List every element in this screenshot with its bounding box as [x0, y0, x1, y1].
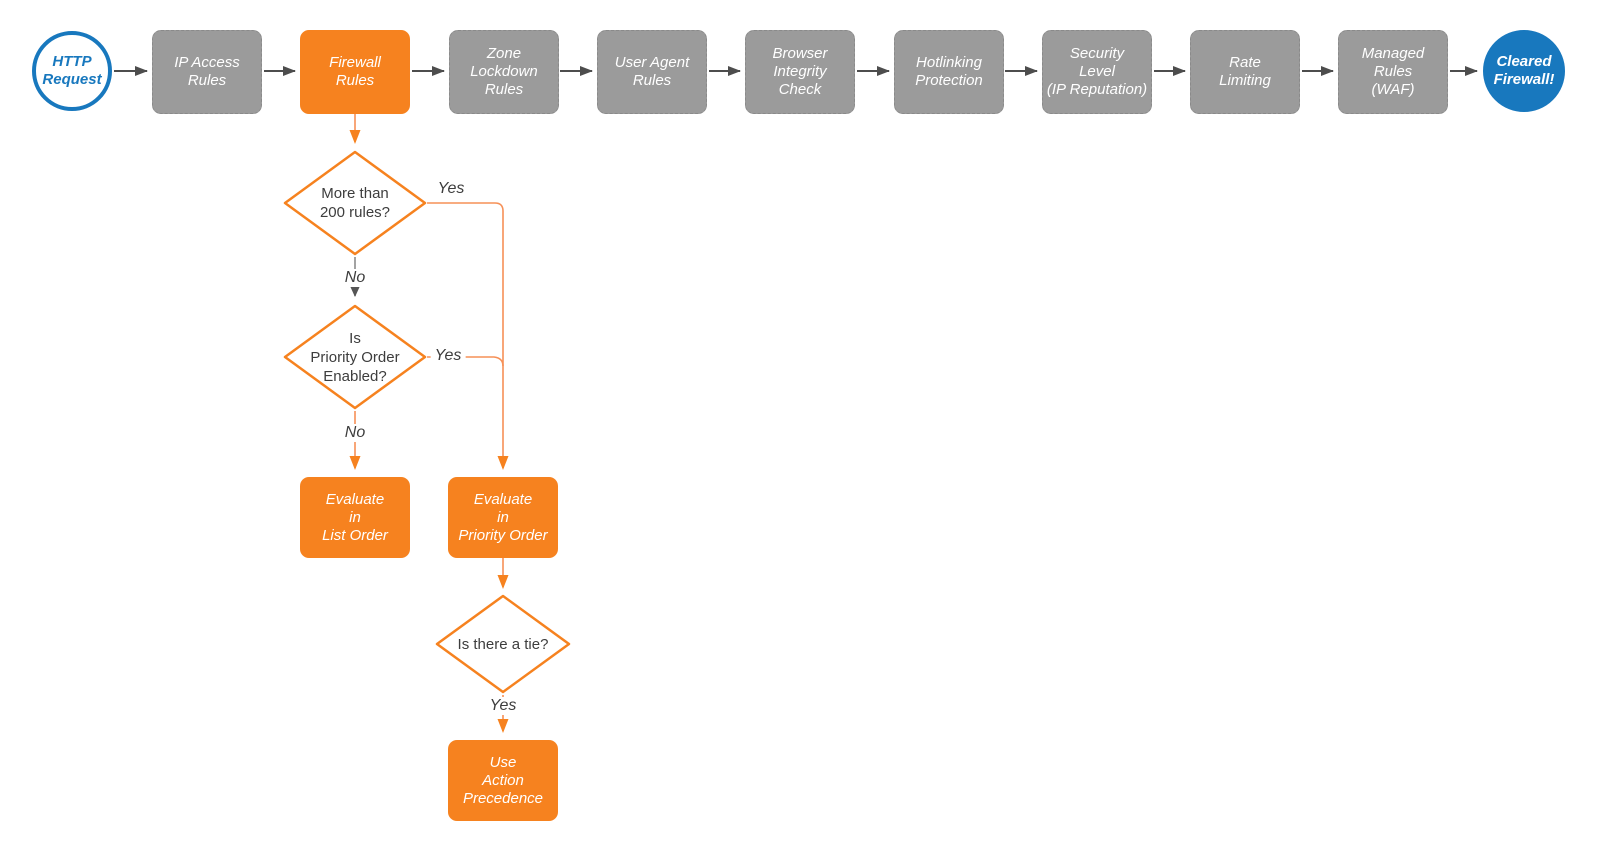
- edge-label-yes-2: Yes: [430, 347, 466, 365]
- node-http-request: HTTP Request: [32, 31, 112, 111]
- edge-label-yes-3: Yes: [485, 697, 521, 715]
- node-security-level-ip-reputation: Security Level (IP Reputation): [1042, 30, 1152, 114]
- node-ip-access-rules: IP Access Rules: [152, 30, 262, 114]
- decision-is-there-a-tie: Is there a tie?: [435, 594, 571, 694]
- decision-label: More than 200 rules?: [319, 185, 391, 221]
- node-hotlinking-protection: Hotlinking Protection: [894, 30, 1004, 114]
- node-managed-rules-waf: Managed Rules (WAF): [1338, 30, 1448, 114]
- diamond-shape: [435, 594, 571, 694]
- decision-label: Is there a tie?: [457, 635, 549, 653]
- decision-more-than-200-rules: More than 200 rules?: [283, 150, 427, 256]
- diamond-shape: [283, 150, 427, 256]
- node-evaluate-in-list-order: Evaluate in List Order: [300, 477, 410, 558]
- node-evaluate-in-priority-order: Evaluate in Priority Order: [448, 477, 558, 558]
- node-browser-integrity-check: Browser Integrity Check: [745, 30, 855, 114]
- decision-priority-order-enabled: Is Priority Order Enabled?: [283, 304, 427, 410]
- node-use-action-precedence: Use Action Precedence: [448, 740, 558, 821]
- diamond-shape: [283, 304, 427, 410]
- edge-label-yes-1: Yes: [433, 180, 469, 198]
- node-zone-lockdown-rules: Zone Lockdown Rules: [449, 30, 559, 114]
- decision-label: Is Priority Order Enabled?: [310, 329, 400, 385]
- node-rate-limiting: Rate Limiting: [1190, 30, 1300, 114]
- edge-label-no-2: No: [340, 424, 370, 442]
- node-cleared-firewall: Cleared Firewall!: [1483, 30, 1565, 112]
- node-user-agent-rules: User Agent Rules: [597, 30, 707, 114]
- edge-label-no-1: No: [340, 269, 370, 287]
- node-firewall-rules: Firewall Rules: [300, 30, 410, 114]
